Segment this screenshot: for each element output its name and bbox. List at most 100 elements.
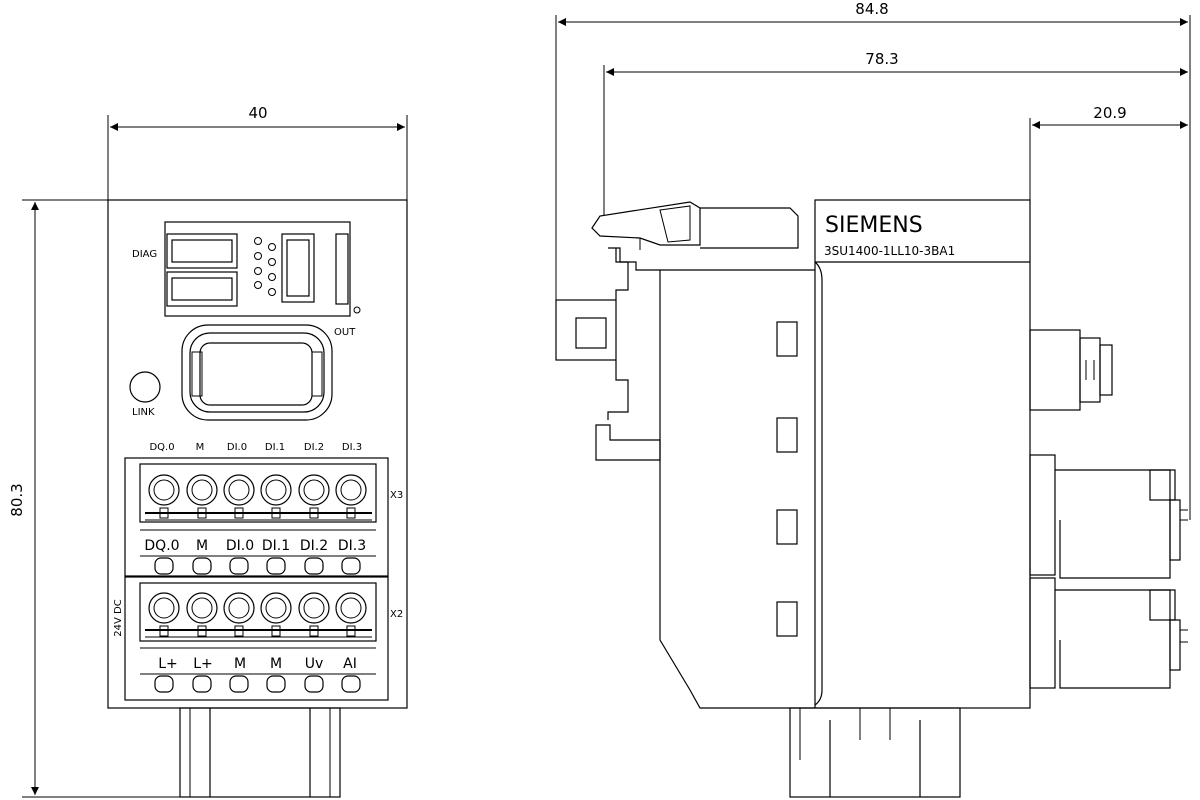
x3-screw-outer-1 xyxy=(148,474,180,506)
x2-screw-outer-1 xyxy=(148,592,180,624)
x2-screw-inner-1 xyxy=(153,597,175,619)
side-bottom-connector xyxy=(789,707,961,798)
depth-rail-dimension: 78.3 xyxy=(865,50,898,68)
x2-wire-entry-6 xyxy=(341,675,361,693)
depth-total-dimension: 84.8 xyxy=(855,0,888,18)
x2-terminal-4: M xyxy=(270,656,282,672)
slot-4 xyxy=(776,601,798,637)
x2-label: X2 xyxy=(390,609,403,620)
connector-depth-dimension: 20.9 xyxy=(1093,104,1126,122)
brand-logo: SIEMENS xyxy=(825,213,923,238)
x3-terminal-4: DI.1 xyxy=(262,538,290,554)
out-label: OUT xyxy=(334,327,356,338)
x3-clamp-3 xyxy=(234,507,244,519)
terminal-block-x3: DQ.0 M DI.0 DI.1 DI.2 DI.3 X3 xyxy=(124,457,403,577)
x3-clamp-5 xyxy=(309,507,319,519)
x3-screw-inner-3 xyxy=(228,479,250,501)
x2-screw-outer-3 xyxy=(223,592,255,624)
x3-terminal-2: M xyxy=(196,538,208,554)
link-indicator xyxy=(129,371,161,403)
terminal-block-x2: L+ L+ M M Uv AI X2 24V DC xyxy=(113,576,403,701)
display-panel xyxy=(164,221,351,317)
out-led xyxy=(353,306,361,314)
x3-header-5: DI.2 xyxy=(304,442,324,453)
front-view: 40 80.3 DIAG OUT LI xyxy=(8,104,408,798)
x3-terminal-5: DI.2 xyxy=(300,538,328,554)
part-number: 3SU1400-1LL10-3BA1 xyxy=(824,244,955,258)
x2-terminal-6: AI xyxy=(343,656,357,672)
x3-terminal-3: DI.0 xyxy=(226,538,254,554)
x2-wire-entry-2 xyxy=(192,675,212,693)
rail-clip xyxy=(591,201,799,250)
x3-terminal-1: DQ.0 xyxy=(144,538,179,554)
x3-header-4: DI.1 xyxy=(265,442,285,453)
side-terminal-plug-x3 xyxy=(1029,454,1188,579)
x2-screw-inner-6 xyxy=(340,597,362,619)
height-dimension: 80.3 xyxy=(8,483,26,516)
led-1 xyxy=(254,237,262,245)
x2-screw-inner-2 xyxy=(191,597,213,619)
side-terminal-plug-x2 xyxy=(1029,577,1188,689)
x3-screw-inner-6 xyxy=(340,479,362,501)
x2-wire-entry-5 xyxy=(304,675,324,693)
x2-terminal-1: L+ xyxy=(158,656,178,672)
x3-clamp-2 xyxy=(197,507,207,519)
front-cover xyxy=(814,199,1031,709)
x3-screw-inner-4 xyxy=(265,479,287,501)
diag-label: DIAG xyxy=(132,249,157,260)
x2-clamp-4 xyxy=(271,625,281,637)
width-dimension: 40 xyxy=(248,104,267,122)
x3-screw-inner-2 xyxy=(191,479,213,501)
x3-wire-entry-3 xyxy=(229,557,249,575)
x2-clamp-3 xyxy=(234,625,244,637)
x3-terminal-6: DI.3 xyxy=(338,538,366,554)
x2-screw-outer-2 xyxy=(186,592,218,624)
x3-clamp-4 xyxy=(271,507,281,519)
bottom-connector xyxy=(179,707,341,798)
din-rail xyxy=(555,247,661,461)
module-body: SIEMENS 3SU1400-1LL10-3BA1 xyxy=(615,199,1031,709)
x3-screw-outer-5 xyxy=(298,474,330,506)
x3-screw-outer-2 xyxy=(186,474,218,506)
link-label: LINK xyxy=(132,407,155,418)
x3-clamp-6 xyxy=(346,507,356,519)
supply-label: 24V DC xyxy=(113,599,124,636)
x3-header-1: DQ.0 xyxy=(149,442,174,453)
x3-screw-outer-6 xyxy=(335,474,367,506)
x2-screw-outer-4 xyxy=(260,592,292,624)
x2-wire-entry-3 xyxy=(229,675,249,693)
x3-screw-outer-4 xyxy=(260,474,292,506)
slot-1 xyxy=(776,321,798,357)
x2-screw-inner-4 xyxy=(265,597,287,619)
x3-header-2: M xyxy=(196,442,205,453)
front-housing xyxy=(107,199,408,709)
x3-header-6: DI.3 xyxy=(342,442,362,453)
x2-terminal-5: Uv xyxy=(305,656,324,672)
side-push-button xyxy=(1029,329,1113,411)
x3-screw-outer-3 xyxy=(223,474,255,506)
x3-wire-entry-1 xyxy=(154,557,174,575)
x2-wire-entry-4 xyxy=(266,675,286,693)
x3-wire-entry-2 xyxy=(192,557,212,575)
x2-clamp-6 xyxy=(346,625,356,637)
x3-screw-inner-1 xyxy=(153,479,175,501)
x2-screw-outer-5 xyxy=(298,592,330,624)
x3-label: X3 xyxy=(390,490,403,501)
x3-header-3: DI.0 xyxy=(227,442,247,453)
x3-screw-inner-5 xyxy=(303,479,325,501)
x3-wire-entry-5 xyxy=(304,557,324,575)
x3-wire-entry-4 xyxy=(266,557,286,575)
side-view: 84.8 78.3 20.9 xyxy=(555,0,1191,798)
push-button-window xyxy=(181,324,333,421)
x2-screw-inner-3 xyxy=(228,597,250,619)
x2-clamp-1 xyxy=(159,625,169,637)
status-window xyxy=(281,233,315,303)
x2-wire-entry-1 xyxy=(154,675,174,693)
x2-screw-outer-6 xyxy=(335,592,367,624)
x2-clamp-5 xyxy=(309,625,319,637)
x3-wire-entry-6 xyxy=(341,557,361,575)
slot-2 xyxy=(776,417,798,453)
x2-terminal-3: M xyxy=(234,656,246,672)
x2-terminal-2: L+ xyxy=(193,656,213,672)
